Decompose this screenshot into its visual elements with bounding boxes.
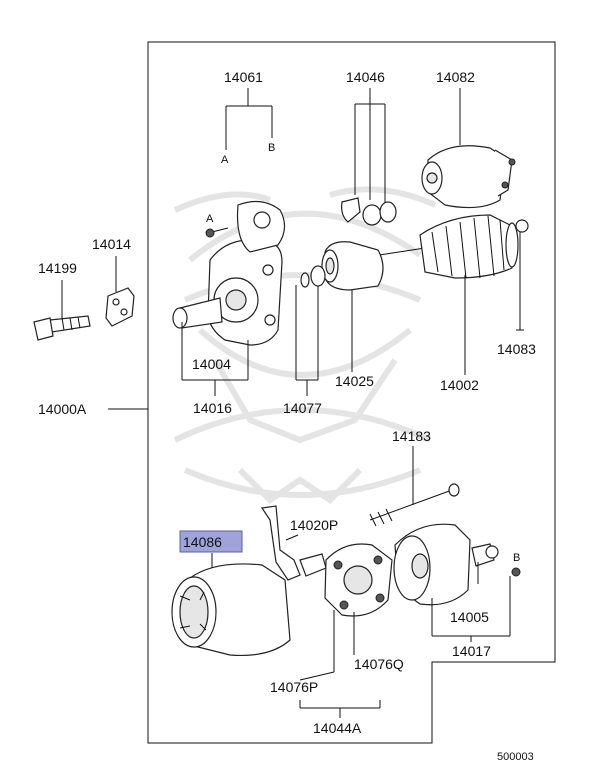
label-14020p[interactable]: 14020P — [290, 517, 338, 533]
label-14046[interactable]: 14046 — [346, 69, 385, 85]
bolt-part — [33, 315, 91, 341]
armature-part — [359, 214, 529, 279]
label-14000a[interactable]: 14000A — [38, 401, 87, 417]
label-nut-b: B — [513, 552, 520, 564]
label-14183[interactable]: 14183 — [392, 428, 431, 444]
yoke-part — [171, 563, 291, 657]
label-14025[interactable]: 14025 — [335, 373, 374, 389]
label-14086[interactable]: 14086 — [183, 534, 222, 550]
stopper-ring-part — [300, 265, 326, 288]
gasket-part — [105, 287, 135, 327]
label-14082[interactable]: 14082 — [436, 69, 475, 85]
highlight-box — [179, 530, 243, 553]
magnetic-switch-part — [421, 145, 516, 209]
long-through-bolt-part — [369, 483, 460, 527]
label-14044a[interactable]: 14044A — [313, 720, 362, 736]
diagram-frame — [147, 41, 556, 744]
diagram-code: 500003 — [497, 751, 534, 763]
label-14076q[interactable]: 14076Q — [354, 656, 404, 672]
label-14005[interactable]: 14005 — [450, 609, 489, 625]
through-bolt-a — [205, 227, 229, 238]
label-14017[interactable]: 14017 — [452, 643, 491, 659]
label-14061-a: A — [221, 154, 229, 166]
label-14083[interactable]: 14083 — [497, 341, 536, 357]
watermark-emblem — [173, 186, 437, 504]
nut-b — [511, 567, 521, 577]
label-14061-b: B — [268, 142, 275, 154]
brush-part — [260, 505, 327, 581]
label-14002[interactable]: 14002 — [440, 377, 479, 393]
label-14061[interactable]: 14061 — [224, 69, 263, 85]
label-bolt-a: A — [206, 213, 214, 225]
rear-bracket-part — [172, 200, 286, 346]
label-14076p[interactable]: 14076P — [270, 679, 318, 695]
label-14004[interactable]: 14004 — [192, 356, 231, 372]
overrunning-clutch-part — [321, 241, 384, 291]
label-14199[interactable]: 14199 — [38, 260, 77, 276]
label-14016[interactable]: 14016 — [193, 400, 232, 416]
label-14077[interactable]: 14077 — [283, 400, 322, 416]
shift-lever-part — [341, 197, 397, 226]
label-14014[interactable]: 14014 — [92, 236, 131, 252]
rear-cover-part — [393, 523, 499, 606]
brush-holder-part — [324, 543, 393, 617]
